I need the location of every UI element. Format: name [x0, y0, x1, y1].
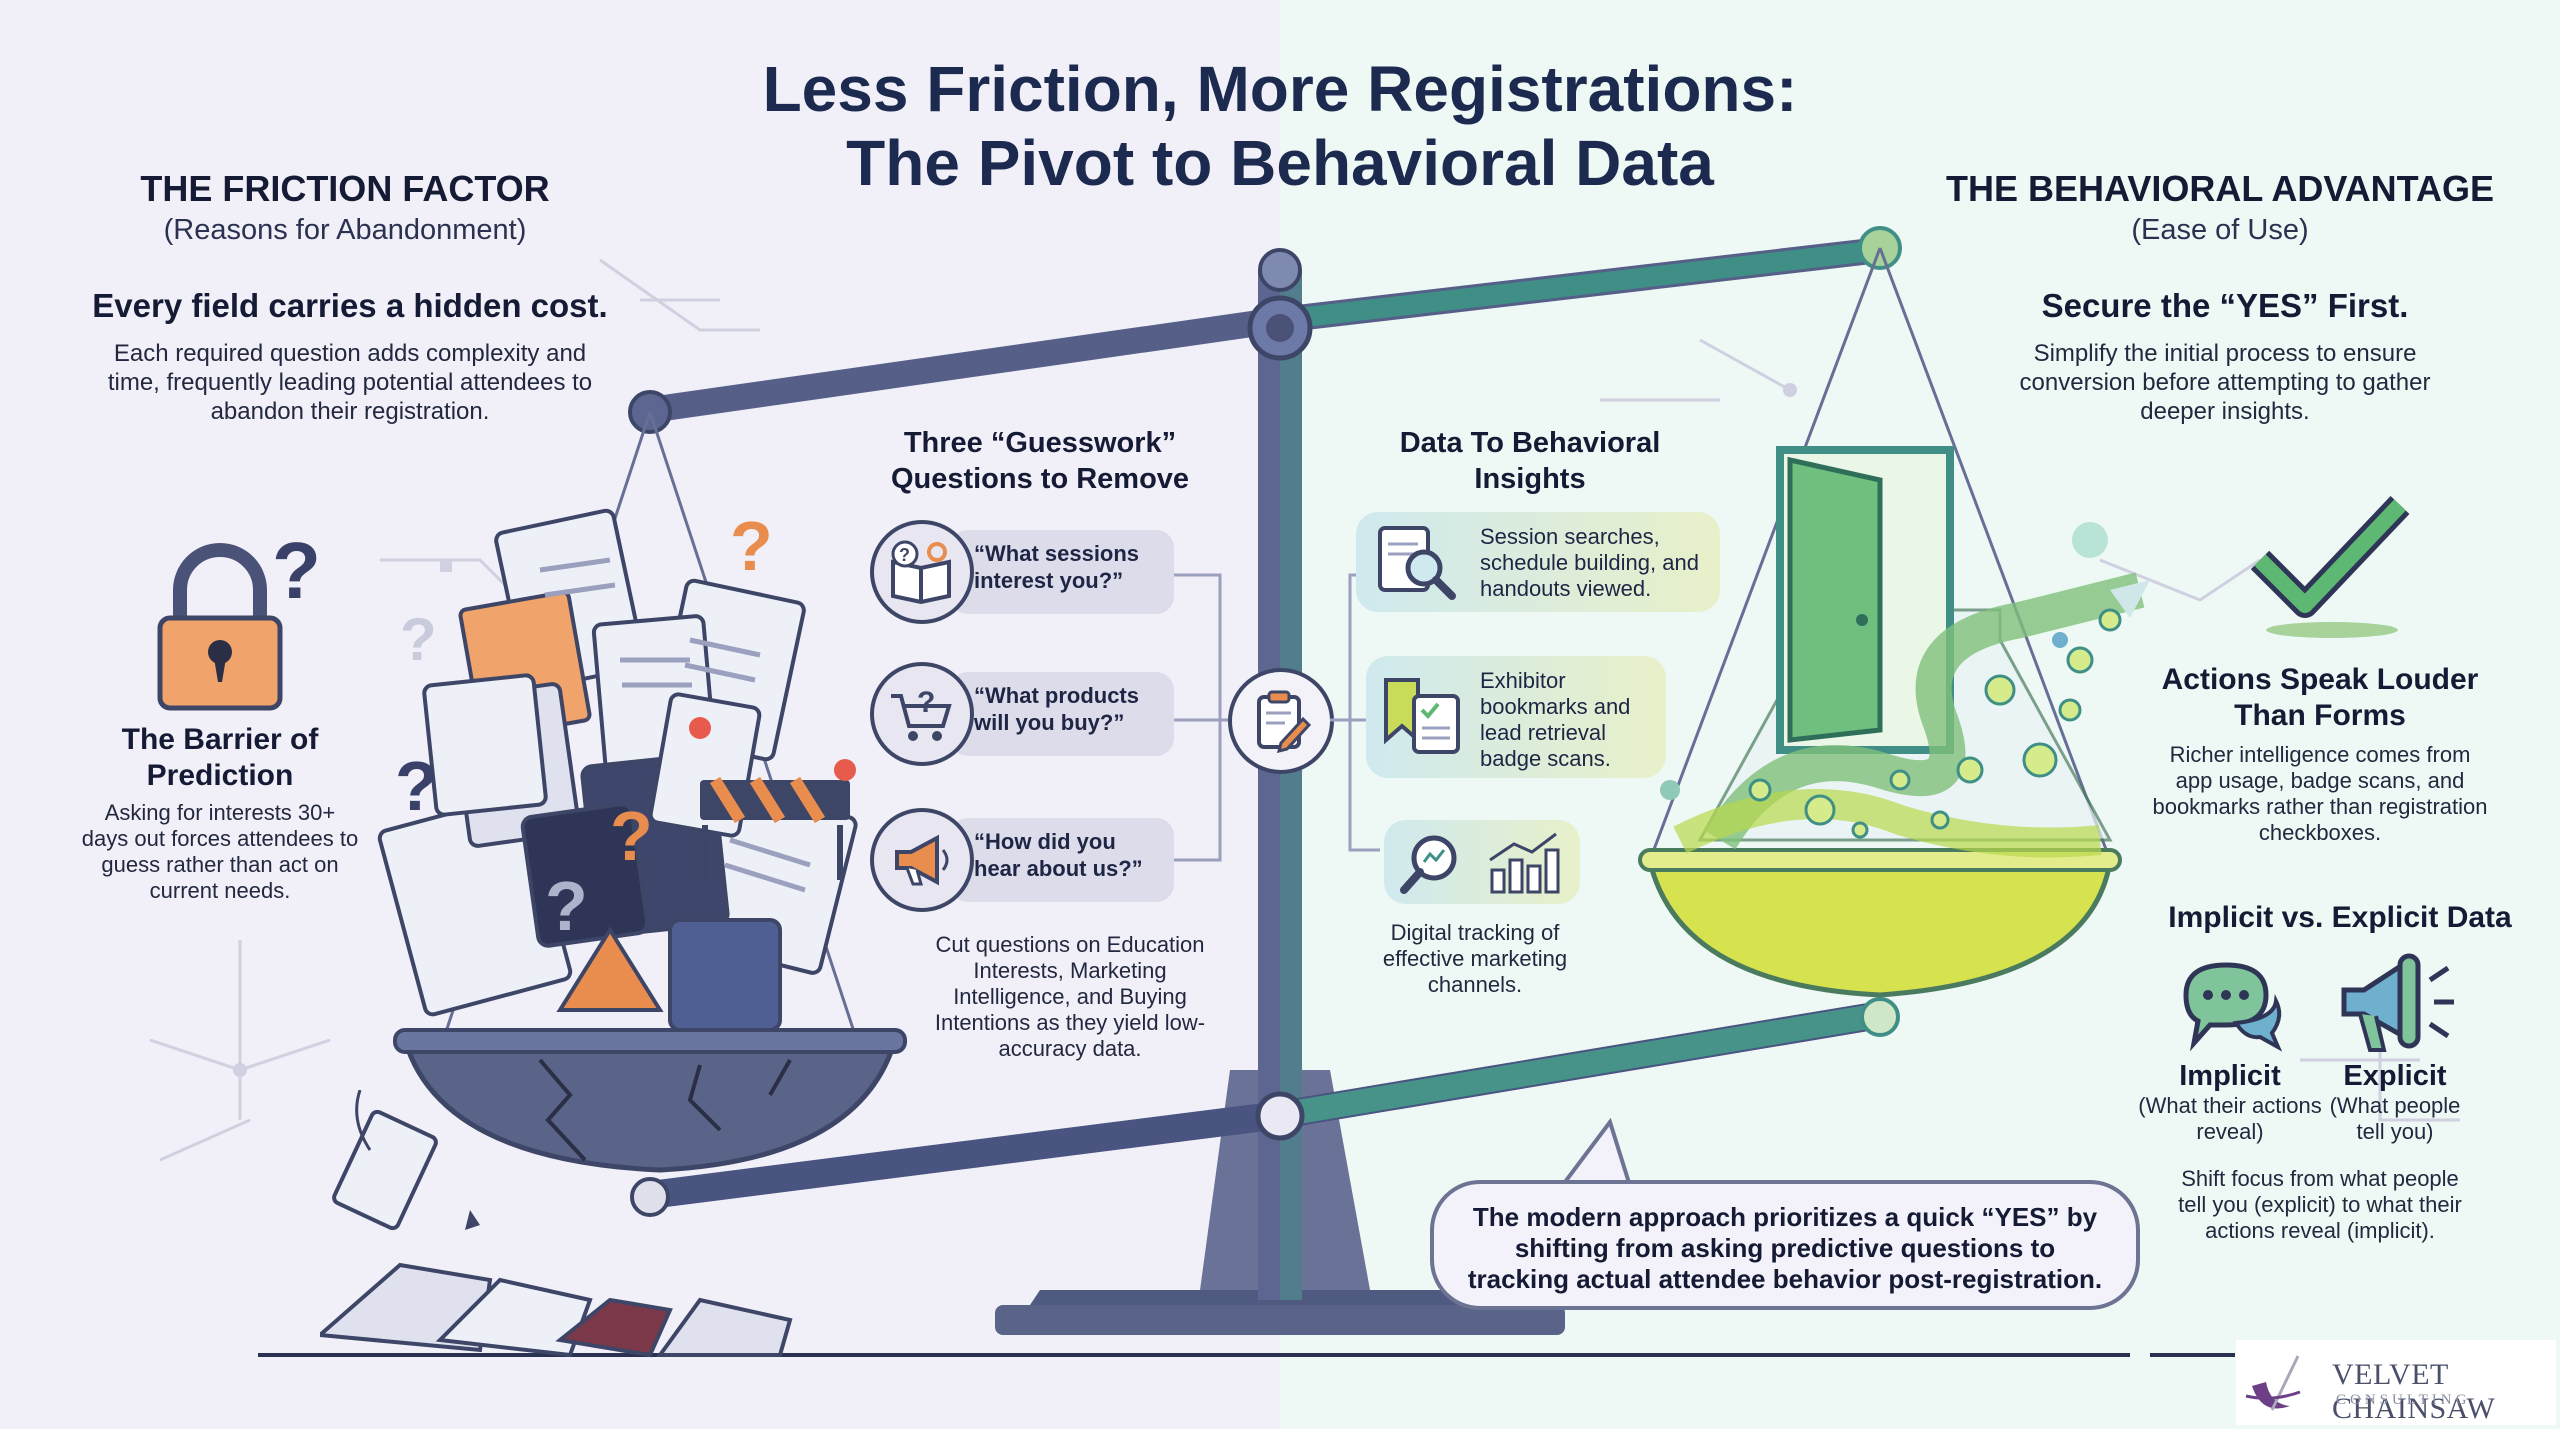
callout-tail: [1560, 1118, 1640, 1188]
svg-text:?: ?: [272, 530, 321, 615]
logo-mark-icon: [2245, 1355, 2301, 1411]
behavioral-advantage-header: THE BEHAVIORAL ADVANTAGE (Ease of Use): [1920, 168, 2520, 247]
megaphone-explicit-icon: [2341, 953, 2454, 1052]
question-pill-sessions: “What sessions interest you?”: [950, 530, 1174, 614]
logo-name: VELVET CHAINSAW: [2332, 1358, 2496, 1425]
actions-title: Actions Speak Louder Than Forms: [2161, 663, 2479, 732]
svg-text:?: ?: [400, 606, 437, 673]
guesswork-title: Three “Guesswork” Questions to Remove: [890, 427, 1190, 495]
explicit-block: Explicit (What people tell you): [2320, 1060, 2470, 1145]
svg-text:?: ?: [899, 545, 910, 565]
explicit-sub: (What people tell you): [2329, 1093, 2461, 1144]
hidden-cost-headline: Every field carries a hidden cost.: [92, 287, 608, 324]
cart-question-icon: ?: [870, 662, 974, 766]
section-subtitle: (Reasons for Abandonment): [163, 214, 527, 246]
checkmark-icon: [2250, 496, 2410, 638]
summary-callout: The modern approach prioritizes a quick …: [1430, 1180, 2140, 1310]
logo-sub: CONSULTING: [2336, 1392, 2471, 1408]
lock-question-icon: ?: [157, 530, 321, 711]
shift-focus-text: Shift focus from what people tell you (e…: [2178, 1166, 2462, 1243]
insight-tile-sessions: Session searches, schedule building, and…: [1356, 512, 1720, 612]
question-text: “How did you hear about us?”: [974, 829, 1143, 881]
secure-yes-headline: Secure the “YES” First.: [2041, 287, 2409, 324]
hidden-cost-body: Each required question adds complexity a…: [107, 340, 593, 425]
svg-text:?: ?: [395, 747, 438, 825]
section-title: THE FRICTION FACTOR: [140, 168, 550, 209]
question-text: “What sessions interest you?”: [974, 541, 1140, 593]
tracking-tile: [1384, 820, 1580, 904]
guesswork-note: Cut questions on Education Interests, Ma…: [934, 932, 1206, 1061]
svg-text:?: ?: [610, 797, 653, 875]
explicit-label: Explicit: [2343, 1060, 2447, 1092]
insights-title: Data To Behavioral Insights: [1399, 427, 1661, 495]
implicit-block: Implicit (What their actions reveal): [2130, 1060, 2330, 1145]
megaphone-icon: [870, 808, 974, 912]
page-title-line2: The Pivot to Behavioral Data: [846, 127, 1714, 199]
svg-text:?: ?: [730, 507, 773, 585]
secure-yes-body: Simplify the initial process to ensure c…: [2019, 340, 2431, 425]
bookmark-checklist-icon: [1384, 678, 1460, 754]
barrier-body: Asking for interests 30+ days out forces…: [81, 800, 359, 903]
question-pill-products: “What products will you buy?”: [950, 672, 1174, 756]
implicit-label: Implicit: [2179, 1060, 2281, 1092]
page-title: Less Friction, More Registrations: The P…: [580, 52, 1980, 200]
svg-text:?: ?: [545, 867, 588, 945]
tracking-caption: Digital tracking of effective marketing …: [1382, 920, 1568, 997]
paper-pile-icon: ? ? ? ? ?: [377, 507, 858, 1032]
open-door-flask-icon: [1660, 446, 2150, 858]
barrier-title: The Barrier of Prediction: [121, 723, 319, 792]
insight-text: Session searches, schedule building, and…: [1480, 524, 1699, 601]
speech-bubbles-icon: [2183, 962, 2283, 1052]
bar-chart-icon: [1489, 832, 1560, 894]
falling-papers-icon: [320, 1090, 793, 1358]
callout-text: The modern approach prioritizes a quick …: [1467, 1202, 2103, 1294]
velvet-chainsaw-logo: VELVET CHAINSAW CONSULTING: [2236, 1340, 2556, 1425]
question-pill-hear: “How did you hear about us?”: [950, 818, 1174, 902]
actions-body: Richer intelligence comes from app usage…: [2152, 742, 2488, 845]
friction-factor-header: THE FRICTION FACTOR (Reasons for Abandon…: [80, 168, 610, 247]
implicit-sub: (What their actions reveal): [2138, 1093, 2322, 1144]
magnifier-icon: [1400, 835, 1457, 894]
page-title-line1: Less Friction, More Registrations:: [762, 53, 1798, 125]
question-text: “What products will you buy?”: [974, 683, 1139, 735]
clipboard-pencil-icon: [1228, 668, 1334, 774]
insight-tile-exhibitor: Exhibitor bookmarks and lead retrieval b…: [1366, 656, 1666, 778]
insight-text: Exhibitor bookmarks and lead retrieval b…: [1480, 668, 1631, 771]
book-gear-icon: ?: [870, 520, 974, 624]
section-title: THE BEHAVIORAL ADVANTAGE: [1945, 168, 2494, 209]
section-subtitle: (Ease of Use): [2131, 214, 2309, 246]
svg-text:?: ?: [917, 686, 935, 719]
document-search-icon: [1378, 526, 1456, 600]
implicit-explicit-title: Implicit vs. Explicit Data: [2168, 901, 2512, 934]
